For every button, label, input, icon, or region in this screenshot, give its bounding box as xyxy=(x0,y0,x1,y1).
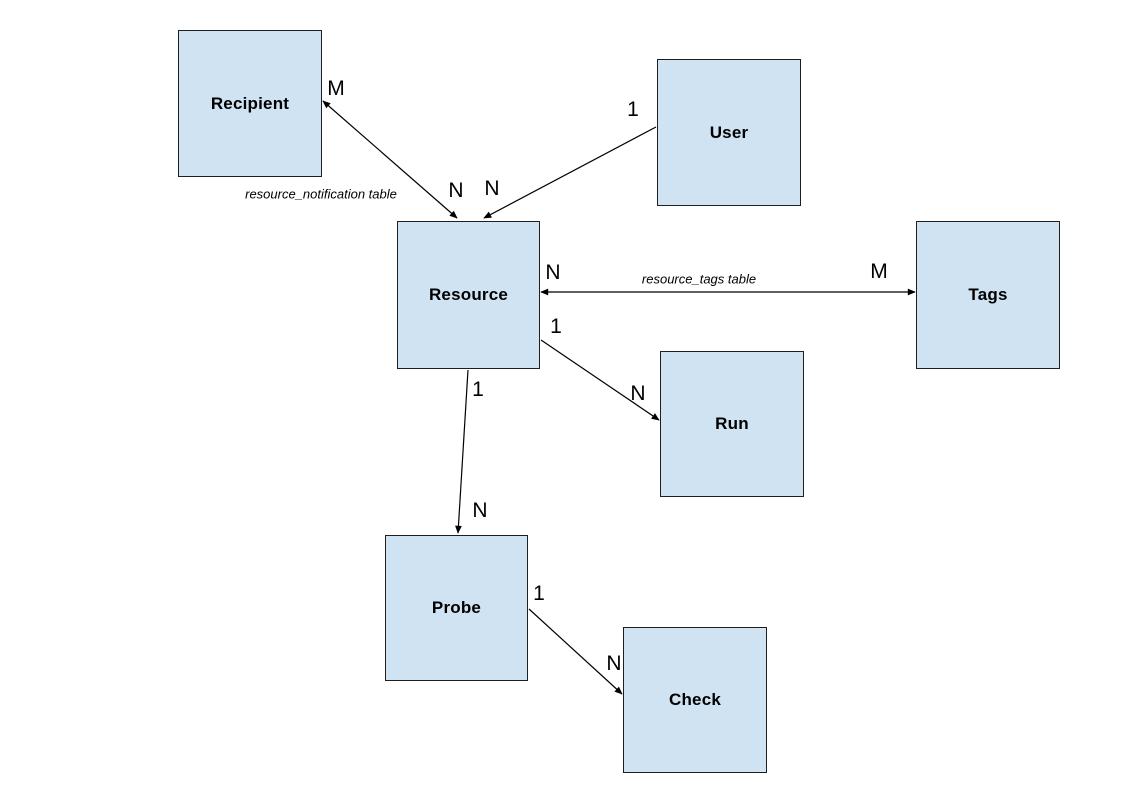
cardinality-check-n: N xyxy=(606,652,622,675)
cardinality-probe-1: 1 xyxy=(533,582,545,605)
edge-recipient-resource xyxy=(322,100,458,219)
cardinality-run-n: N xyxy=(630,382,646,405)
edge-resource-probe xyxy=(455,369,469,534)
cardinality-resource-1-probe: 1 xyxy=(472,378,484,401)
entity-run: Run xyxy=(660,351,804,497)
annotation-resource-notification-table: resource_notification table xyxy=(245,186,397,202)
annotation-resource-tags-table: resource_tags table xyxy=(641,271,757,287)
cardinality-recipient-m: M xyxy=(327,77,345,100)
edge-resource-run xyxy=(540,339,660,421)
entity-check-label: Check xyxy=(668,690,722,709)
entity-run-label: Run xyxy=(715,414,749,433)
entity-resource: Resource xyxy=(397,221,540,369)
cardinality-probe-n: N xyxy=(472,499,488,522)
entity-probe: Probe xyxy=(385,535,528,681)
edge-probe-check xyxy=(528,608,623,695)
cardinality-tags-m: M xyxy=(870,260,888,283)
edge-user-resource xyxy=(483,126,657,219)
entity-recipient: Recipient xyxy=(178,30,322,177)
entity-tags-label: Tags xyxy=(968,285,1008,304)
entity-user-label: User xyxy=(709,122,749,142)
cardinality-resource-n-from-user: N xyxy=(484,177,500,200)
cardinality-resource-1-run: 1 xyxy=(550,315,562,338)
entity-recipient-label: Recipient xyxy=(210,93,290,113)
entity-check: Check xyxy=(623,627,767,773)
cardinality-user-1: 1 xyxy=(627,98,639,121)
entity-probe-label: Probe xyxy=(431,598,482,617)
cardinality-resource-n-from-recipient: N xyxy=(448,179,464,202)
cardinality-resource-n-tags: N xyxy=(545,261,561,284)
entity-resource-label: Resource xyxy=(428,285,509,304)
entity-tags: Tags xyxy=(916,221,1060,369)
entity-user: User xyxy=(657,59,801,206)
